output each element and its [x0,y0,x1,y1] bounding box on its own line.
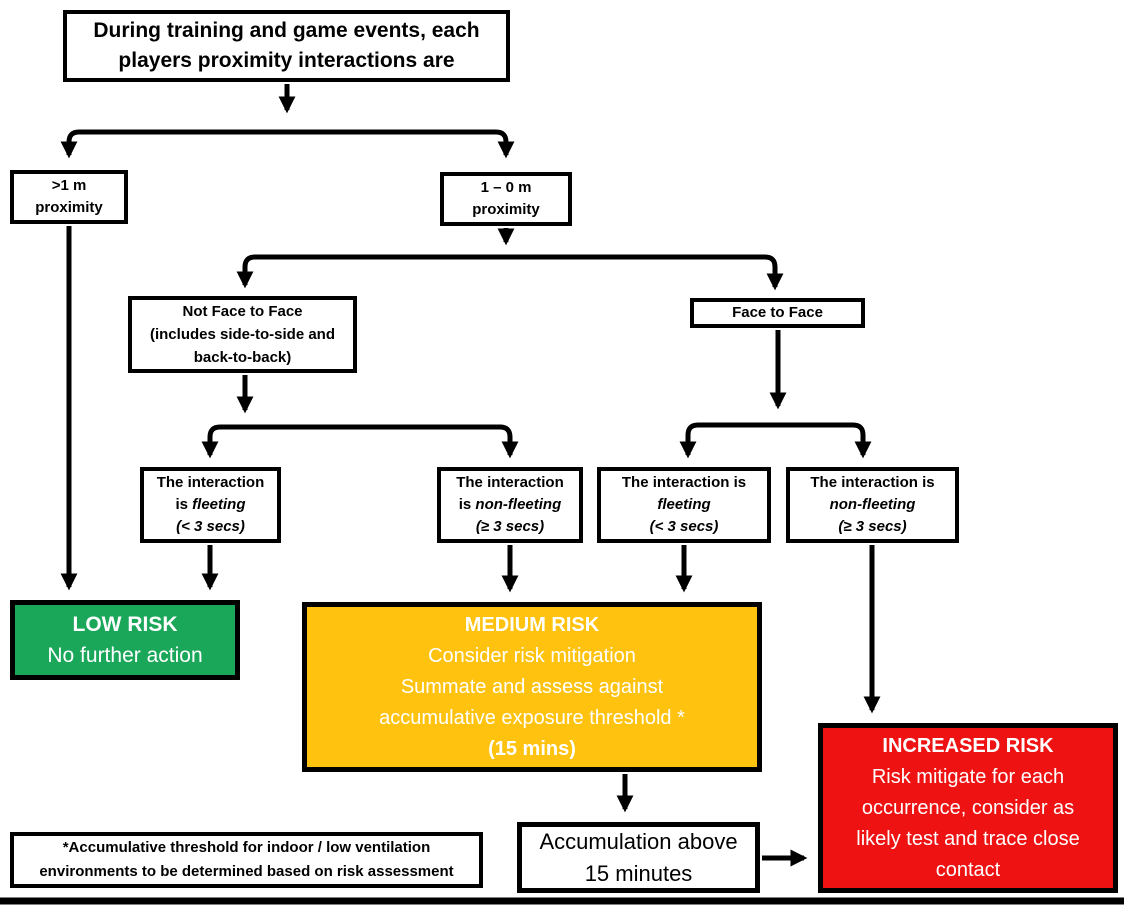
node-increased-risk: INCREASED RISK Risk mitigate for each oc… [818,723,1118,893]
gt1m-line-2: proximity [35,199,103,216]
increased-risk-line-3: likely test and trace close [856,827,1080,850]
node-face-to-face: Face to Face [690,298,865,328]
low-risk-title: LOW RISK [72,613,178,636]
split4-bar [679,422,872,459]
node-not-face-to-face: Not Face to Face (includes side-to-side … [128,296,357,373]
accumulation-line-2: 15 minutes [584,860,693,886]
node-accumulation: Accumulation above 15 minutes [517,822,760,893]
split2-bar [236,254,784,291]
f2f-fleeting-line-1: The interaction is [621,474,747,491]
increased-risk-line-1: Risk mitigate for each [871,765,1065,788]
medium-risk-line-2: Summate and assess against [400,675,664,698]
increased-risk-line-2: occurrence, consider as [861,796,1075,819]
split3-bar [201,424,519,459]
nff-line-3: back-to-back) [193,349,292,366]
f2f-non-fleeting-line-2: non-fleeting [829,496,916,513]
low-risk-body: No further action [47,644,203,667]
nff-line-2: (includes side-to-side and [149,326,336,343]
nff-line-1: Not Face to Face [182,303,303,320]
medium-risk-footer: (15 mins) [488,737,576,760]
medium-risk-title: MEDIUM RISK [464,613,600,636]
split1-bar [60,129,515,159]
nff-non-fleeting-line-2: is non-fleeting [458,496,562,513]
node-gt1m-proximity: >1 m proximity [10,170,128,224]
1-0m-line-2: proximity [472,201,540,218]
nff-fleeting-line-3: (< 3 secs) [176,518,245,535]
node-root: During training and game events, each pl… [63,10,510,82]
node-medium-risk: MEDIUM RISK Consider risk mitigation Sum… [302,602,762,772]
node-f2f-fleeting: The interaction is fleeting (< 3 secs) [597,467,771,543]
f2f-label: Face to Face [732,304,823,321]
node-f2f-non-fleeting: The interaction is non-fleeting (≥ 3 sec… [786,467,959,543]
node-nff-non-fleeting: The interaction is non-fleeting (≥ 3 sec… [437,467,583,543]
footnote-line-1: *Accumulative threshold for indoor / low… [62,839,431,856]
nff-non-fleeting-line-1: The interaction [456,474,564,491]
1-0m-line-1: 1 – 0 m [480,179,532,196]
node-nff-fleeting: The interaction is fleeting (< 3 secs) [140,467,281,543]
f2f-non-fleeting-line-3: (≥ 3 secs) [838,518,907,535]
root-line-2: players proximity interactions are [118,49,455,72]
accumulation-line-1: Accumulation above [539,828,738,854]
medium-risk-line-1: Consider risk mitigation [428,644,636,667]
nff-fleeting-line-1: The interaction [156,474,265,491]
f2f-non-fleeting-line-1: The interaction is [810,474,935,491]
medium-risk-line-3: accumulative exposure threshold * [379,706,685,729]
root-line-1: During training and game events, each [93,19,480,42]
node-low-risk: LOW RISK No further action [10,600,240,680]
node-footnote: *Accumulative threshold for indoor / low… [10,832,483,888]
nff-non-fleeting-line-3: (≥ 3 secs) [475,518,545,535]
f2f-fleeting-line-2: fleeting [657,496,711,513]
gt1m-line-1: >1 m [51,177,87,194]
f2f-fleeting-line-3: (< 3 secs) [649,518,719,535]
node-1-0m-proximity: 1 – 0 m proximity [440,172,572,226]
increased-risk-title: INCREASED RISK [882,734,1054,757]
nff-fleeting-line-2: is fleeting [175,496,246,513]
increased-risk-line-4: contact [935,858,1001,881]
footnote-line-2: environments to be determined based on r… [39,863,454,880]
